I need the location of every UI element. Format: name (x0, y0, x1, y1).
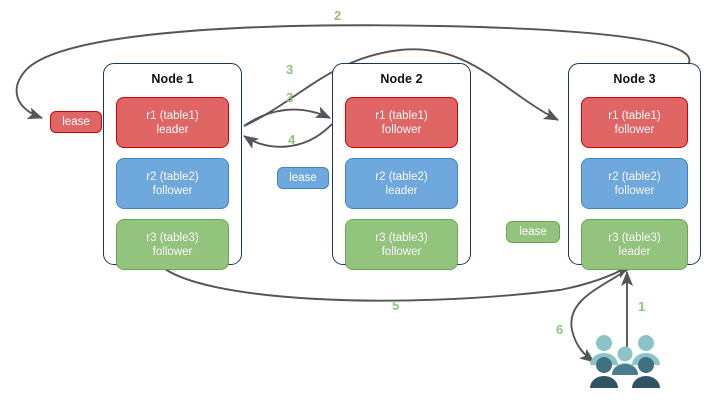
step-label-1: 1 (638, 299, 646, 314)
replica-role: follower (614, 123, 655, 136)
step-label-2: 2 (334, 8, 342, 23)
replica-name: r2 (table2) (608, 170, 661, 183)
node-title: Node 1 (151, 72, 194, 86)
step-label-5: 5 (392, 298, 400, 313)
replica-role: follower (614, 184, 655, 197)
replica-name: r3 (table3) (608, 231, 661, 244)
step-label-4: 4 (288, 132, 296, 147)
node-title: Node 2 (380, 72, 423, 86)
replica-r2[interactable]: r2 (table2) follower (116, 158, 229, 209)
replica-r1[interactable]: r1 (table1) follower (581, 97, 688, 148)
edge-3-replicate-node3 (243, 48, 560, 127)
replica-role: follower (381, 245, 422, 258)
lease-label: lease (519, 226, 547, 238)
replica-r2[interactable]: r2 (table2) leader (345, 158, 458, 209)
replica-name: r1 (table1) (146, 109, 199, 122)
replica-name: r3 (table3) (375, 231, 428, 244)
replica-name: r1 (table1) (375, 109, 428, 122)
node-card-node1[interactable]: Node 1 r1 (table1) leader r2 (table2) fo… (103, 63, 242, 270)
replica-r1[interactable]: r1 (table1) leader (116, 97, 229, 148)
replica-r3[interactable]: r3 (table3) follower (345, 219, 458, 270)
replica-list: r1 (table1) follower r2 (table2) followe… (581, 97, 688, 280)
edge-6-client-response (570, 267, 631, 363)
replica-r3[interactable]: r3 (table3) leader (581, 219, 688, 270)
users-icon (590, 335, 660, 388)
replica-name: r1 (table1) (608, 109, 661, 122)
step-label-3a: 3 (286, 62, 294, 77)
replica-role: leader (385, 184, 418, 197)
replica-role: leader (618, 245, 651, 258)
replica-name: r3 (table3) (146, 231, 199, 244)
edge-2-lease-transfer (15, 24, 691, 119)
step-label-6: 6 (556, 322, 564, 337)
replica-r3[interactable]: r3 (table3) follower (116, 219, 229, 270)
edge-3-replicate-node2 (243, 106, 332, 127)
replica-role: leader (156, 123, 189, 136)
edge-5-response-to-node3 (159, 264, 630, 302)
step-label-3b: 3 (286, 90, 294, 105)
node-card-node2[interactable]: Node 2 r1 (table1) follower r2 (table2) … (332, 63, 471, 270)
node-card-node3[interactable]: Node 3 r1 (table1) follower r2 (table2) … (568, 63, 701, 270)
replica-role: follower (152, 245, 193, 258)
replica-role: follower (381, 123, 422, 136)
node-title: Node 3 (613, 72, 656, 86)
replica-r2[interactable]: r2 (table2) follower (581, 158, 688, 209)
replica-list: r1 (table1) leader r2 (table2) follower … (116, 97, 229, 280)
lease-label: lease (62, 116, 90, 128)
lease-label: lease (289, 172, 317, 184)
lease-chip-r1[interactable]: lease (50, 111, 102, 133)
lease-chip-r3[interactable]: lease (506, 221, 560, 243)
replica-role: follower (152, 184, 193, 197)
replica-list: r1 (table1) follower r2 (table2) leader … (345, 97, 458, 280)
edge-4-ack-to-node1 (243, 123, 333, 149)
replica-name: r2 (table2) (375, 170, 428, 183)
replica-r1[interactable]: r1 (table1) follower (345, 97, 458, 148)
lease-chip-r2[interactable]: lease (277, 167, 329, 189)
replica-name: r2 (table2) (146, 170, 199, 183)
